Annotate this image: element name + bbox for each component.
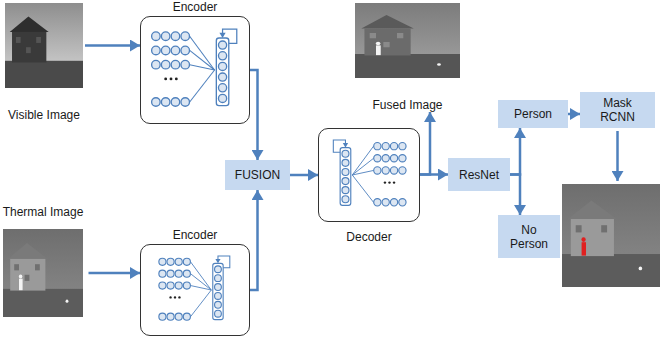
flow-arrow — [568, 113, 580, 116]
box-label: Person — [514, 107, 552, 121]
caption-label: Encoder — [173, 228, 218, 242]
network-box — [140, 16, 250, 124]
flow-arrow — [510, 128, 520, 175]
photo — [5, 3, 83, 88]
box-label: ResNet — [459, 168, 499, 182]
flow-arrow — [290, 174, 318, 177]
process-box: FUSION — [225, 160, 290, 190]
caption-label: Fused Image — [372, 98, 442, 112]
box-label: No Person — [507, 223, 552, 251]
box-label: FUSION — [235, 168, 280, 182]
decoder-block: Decoder — [318, 128, 420, 244]
output-arrow — [616, 131, 619, 181]
network-box — [318, 128, 420, 222]
flow-arrow — [250, 190, 258, 290]
caption-label: Decoder — [346, 230, 391, 244]
image-node: Fused Image — [355, 3, 460, 112]
flow-arrow — [510, 175, 520, 216]
class-box: Person — [498, 100, 568, 128]
caption-label: Encoder — [173, 0, 218, 14]
flow-arrow — [420, 112, 430, 175]
encoder-block: Encoder — [140, 0, 250, 124]
box-label: Mask RCNN — [592, 96, 644, 124]
caption-label: Thermal Image — [3, 205, 84, 219]
flow-arrow — [89, 272, 141, 275]
network-box — [140, 244, 250, 336]
photo — [3, 229, 83, 317]
flow-arrow — [250, 70, 258, 160]
image-node: Thermal Image — [0, 205, 89, 317]
process-box: ResNet — [448, 158, 510, 191]
caption-label: Visible Image — [8, 108, 80, 122]
class-box: No Person — [498, 215, 560, 258]
flow-arrow — [85, 44, 140, 47]
process-box: Mask RCNN — [580, 92, 655, 128]
image-node: Visible Image — [3, 3, 85, 122]
output-image — [562, 184, 660, 287]
photo — [355, 3, 460, 78]
flow-arrow — [420, 173, 448, 176]
encoder-block: Encoder — [140, 228, 250, 336]
